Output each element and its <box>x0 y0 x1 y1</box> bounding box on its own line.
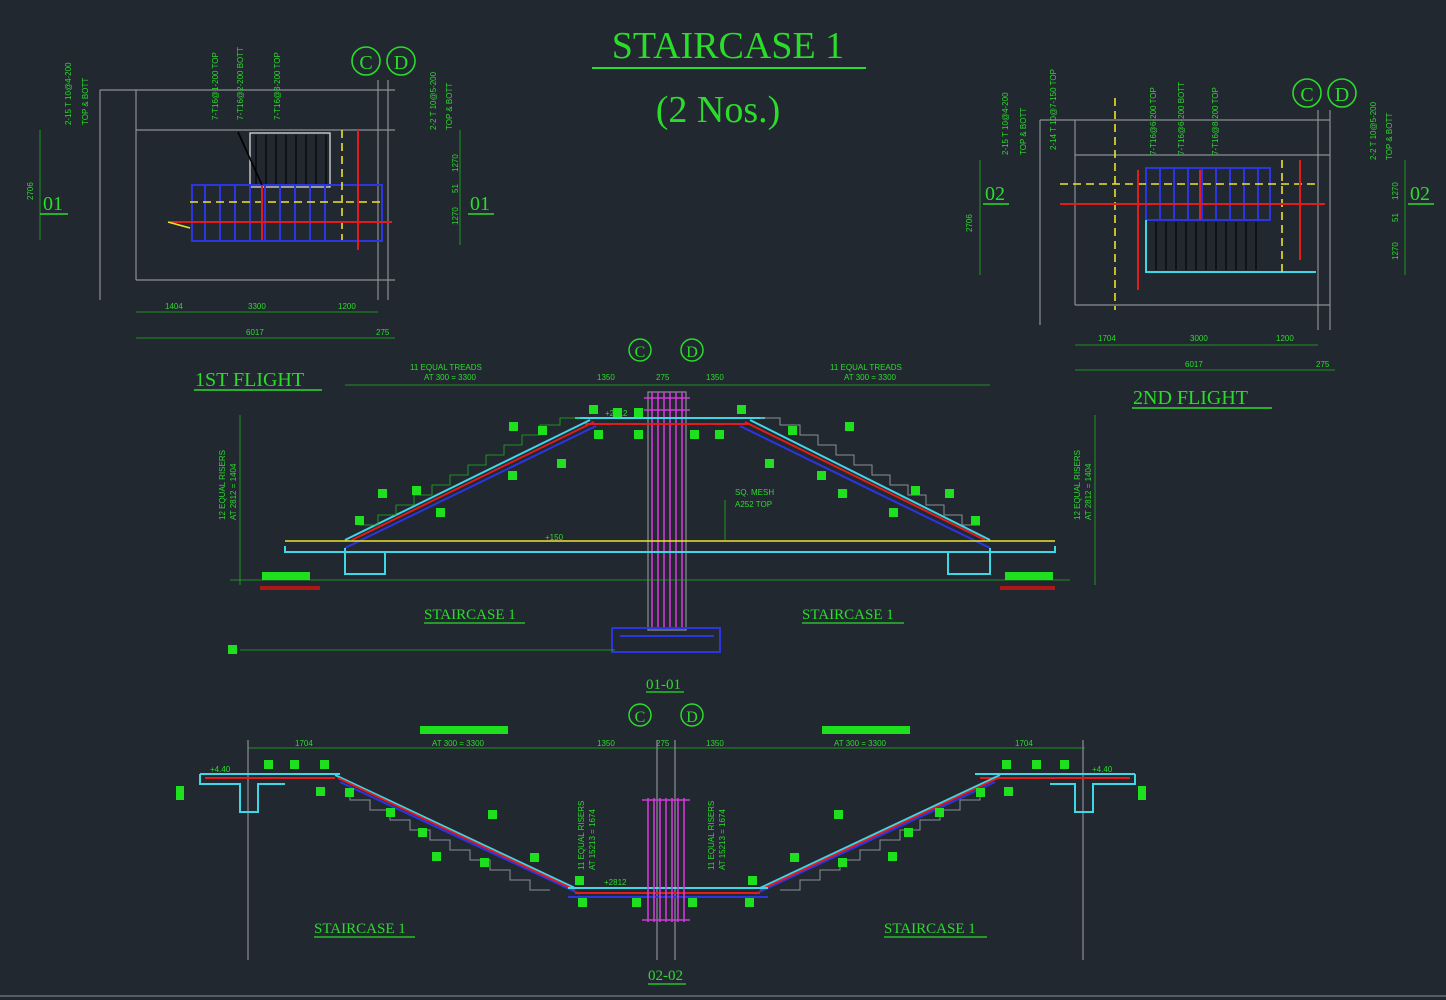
section-01-01: C D 11 EQUAL TREADS AT 300 = 3300 11 EQU… <box>218 338 1096 693</box>
plan2-dim-1: 1704 <box>1098 334 1116 343</box>
sec1-risers-right-1: 12 EQUAL RISERS <box>1073 450 1082 520</box>
plan1-section-mark-left: 01 <box>43 193 63 215</box>
sec1-risers-left-2: AT 2812 = 1404 <box>229 463 238 520</box>
sec2-left-label: STAIRCASE 1 <box>314 921 406 937</box>
sec2-mark: 02-02 <box>648 968 683 984</box>
plan1-dim-end: 275 <box>376 328 390 337</box>
plan1-grid-c: C <box>359 52 372 74</box>
sec1-dim-top-1: 1350 <box>597 373 615 382</box>
sec1-dim-top-2: 275 <box>656 373 670 382</box>
plan1-dim-1: 1404 <box>165 302 183 311</box>
plan1-dim-left: 2706 <box>26 182 35 200</box>
plan1-note-right-1: 2-2 T 10@5-200 <box>429 71 438 130</box>
plan1-note-top-1: 7-T16@1-200 TOP <box>211 52 220 120</box>
drawing-subtitle: (2 Nos.) <box>656 89 781 131</box>
sec2-risers-right-1: 11 EQUAL RISERS <box>707 801 716 870</box>
plan2-dim-end: 275 <box>1316 360 1330 369</box>
plan-2nd-flight: 1704 3000 1200 6017 275 2706 1270 51 127… <box>965 69 1434 409</box>
sec2-level-left: +4.40 <box>210 765 231 774</box>
plan1-note-top-3: 7-T16@3-200 TOP <box>273 52 282 120</box>
plan1-section-mark-right: 01 <box>470 193 490 215</box>
sec2-dim-2: AT 300 = 3300 <box>432 739 485 748</box>
plan1-name: 1ST FLIGHT <box>195 369 304 391</box>
sec2-rebar-markers <box>176 760 1146 907</box>
plan2-grid-c: C <box>1300 84 1313 106</box>
plan2-note-left-1: 2-15 T 10@4-200 <box>1001 92 1010 155</box>
sec1-treads-right-2: AT 300 = 3300 <box>844 373 897 382</box>
plan2-dim-right-2: 51 <box>1391 213 1400 222</box>
sec2-dim-4: 275 <box>656 739 670 748</box>
plan1-note-left-2: TOP & BOTT <box>81 78 90 125</box>
sec2-risers-left-1: 11 EQUAL RISERS <box>577 801 586 870</box>
sec1-treads-left-2: AT 300 = 3300 <box>424 373 477 382</box>
plan2-section-mark-right: 02 <box>1410 183 1430 205</box>
plan2-dim-3: 1200 <box>1276 334 1294 343</box>
plan2-grid-d: D <box>1335 84 1349 106</box>
sec1-grid-c: C <box>635 344 646 361</box>
plan2-note-left-3: 2-14 T 10@7-150 TOP <box>1049 69 1058 150</box>
plan2-note-right-2: TOP & BOTT <box>1385 113 1394 160</box>
sec1-mark: 01-01 <box>646 677 681 693</box>
sec2-dim-6: AT 300 = 3300 <box>834 739 887 748</box>
sec1-level-mid: +150 <box>545 533 564 542</box>
sec2-risers-right-2: AT 15213 = 1674 <box>718 809 727 870</box>
sec1-right-label: STAIRCASE 1 <box>802 607 894 623</box>
sec1-risers-left-1: 12 EQUAL RISERS <box>218 450 227 520</box>
plan2-dim-total: 6017 <box>1185 360 1203 369</box>
plan1-dim-3: 1200 <box>338 302 356 311</box>
plan1-grid-d: D <box>394 52 408 74</box>
plan1-note-right-2: TOP & BOTT <box>445 83 454 130</box>
plan2-dim-2: 3000 <box>1190 334 1208 343</box>
sec2-dim-3: 1350 <box>597 739 615 748</box>
plan1-dim-total: 6017 <box>246 328 264 337</box>
sec1-risers-right-2: AT 2812 = 1404 <box>1084 463 1093 520</box>
plan1-note-left-1: 2-15 T 10@4-200 <box>64 62 73 125</box>
sec2-grid-c: C <box>635 709 646 726</box>
plan1-note-top-2: 7-T16@2-200 BOTT <box>236 47 245 120</box>
sec2-dim-7: 1704 <box>1015 739 1033 748</box>
plan2-dim-right-3: 1270 <box>1391 242 1400 260</box>
sec2-level-right: +4.40 <box>1092 765 1113 774</box>
sec1-treads-right-1: 11 EQUAL TREADS <box>830 363 902 372</box>
sec2-grid-d: D <box>686 709 698 726</box>
sec1-grid-d: D <box>686 344 698 361</box>
sec2-dim-5: 1350 <box>706 739 724 748</box>
drawing-title: STAIRCASE 1 <box>612 25 844 67</box>
plan1-dim-right-1: 1270 <box>451 154 460 172</box>
section-02-02: C D 1704 AT 300 = 3300 1350 275 1350 AT … <box>176 703 1146 985</box>
sec2-risers-left-2: AT 15213 = 1674 <box>588 809 597 870</box>
sec2-level-bottom: +2812 <box>604 878 627 887</box>
plan2-note-top-3: 7-T16@8-200 TOP <box>1211 87 1220 155</box>
plan1-dim-right-2: 51 <box>451 184 460 193</box>
plan2-name: 2ND FLIGHT <box>1133 387 1248 409</box>
plan2-section-mark-left: 02 <box>985 183 1005 205</box>
plan-1st-flight: 1404 3300 1200 6017 275 2706 1270 51 127… <box>26 46 494 391</box>
sec1-note-mid-1: SQ. MESH <box>735 488 774 497</box>
sec2-dim-1: 1704 <box>295 739 313 748</box>
sec2-right-label: STAIRCASE 1 <box>884 921 976 937</box>
plan2-note-top-2: 7-T16@6-200 BOTT <box>1177 82 1186 155</box>
sec1-rebar-markers <box>228 405 980 654</box>
plan2-dim-right-1: 1270 <box>1391 182 1400 200</box>
plan2-note-left-2: TOP & BOTT <box>1019 108 1028 155</box>
plan1-dim-right-3: 1270 <box>451 207 460 225</box>
plan2-note-right-1: 2-2 T 10@5-200 <box>1369 101 1378 160</box>
plan2-note-top-1: 7-T16@6-200 TOP <box>1149 87 1158 155</box>
sec1-treads-left-1: 11 EQUAL TREADS <box>410 363 482 372</box>
sec1-note-mid-2: A252 TOP <box>735 500 772 509</box>
sec1-left-label: STAIRCASE 1 <box>424 607 516 623</box>
sec1-dim-top-3: 1350 <box>706 373 724 382</box>
plan2-dim-left: 2706 <box>965 214 974 232</box>
plan1-dim-2: 3300 <box>248 302 266 311</box>
